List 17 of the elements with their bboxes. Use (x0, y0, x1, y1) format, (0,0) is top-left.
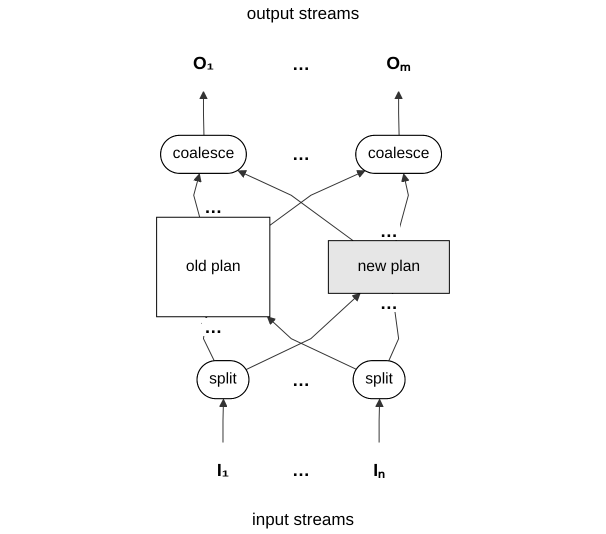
node-text: Oₘ (386, 53, 411, 73)
node-text: O₁ (193, 53, 214, 73)
stream-caption: input streams (252, 510, 354, 530)
arrow (199, 91, 208, 136)
node-text: I₁ (216, 460, 230, 480)
arrow (375, 398, 384, 444)
node-box (156, 216, 270, 318)
node-text: Iₙ (373, 460, 385, 480)
arrow (246, 292, 361, 370)
arrow (394, 91, 403, 136)
arrow (193, 173, 202, 218)
stream-caption: output streams (246, 4, 360, 24)
node-box (328, 240, 450, 294)
arrow (269, 170, 366, 226)
arrow (267, 316, 358, 370)
arrow (238, 170, 354, 242)
arrow (219, 398, 228, 444)
